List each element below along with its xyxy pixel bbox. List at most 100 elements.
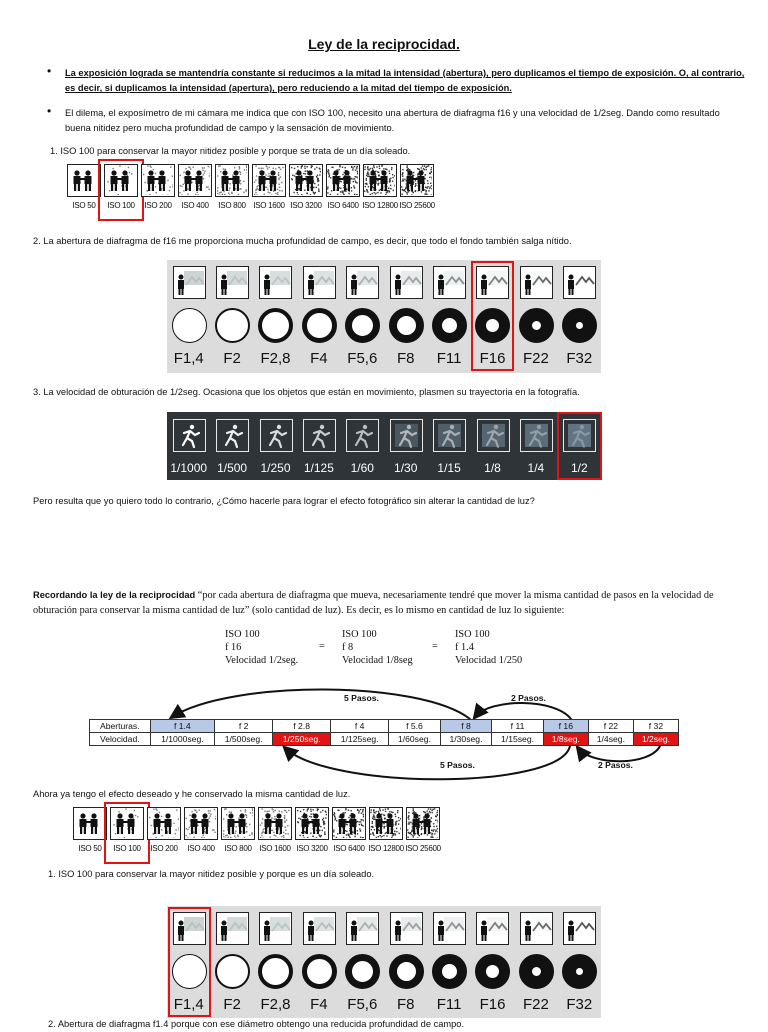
table-cell-aperture: f 2 [215, 720, 273, 733]
aperture-item: F32 [558, 906, 601, 1018]
landscape-icon [216, 266, 249, 299]
running-person-icon [303, 419, 336, 452]
selection-frame [168, 907, 211, 1017]
aperture-circle-icon [302, 954, 337, 989]
iso-item: ISO 100 [104, 164, 138, 217]
people-icon [252, 164, 286, 197]
question-text: Pero resulta que yo quiero todo lo contr… [33, 494, 753, 509]
aperture-circle-icon [562, 308, 597, 343]
table-cell-aperture: f 2.8 [273, 720, 331, 733]
landscape-icon [216, 912, 249, 945]
equiv-iso: ISO 100 [455, 628, 522, 641]
iso-label: ISO 12800 [361, 201, 399, 210]
aperture-circle-icon [562, 954, 597, 989]
aperture-item: F5,6 [341, 260, 384, 373]
aperture-label: F16 [471, 996, 514, 1013]
equiv-speed: Velocidad 1/2seg. [225, 654, 298, 667]
iso-label: ISO 3200 [293, 844, 331, 853]
iso-item: ISO 800 [221, 807, 255, 860]
landscape-icon [390, 912, 423, 945]
bullet-dot: • [47, 104, 51, 118]
aperture-circle-icon [432, 308, 467, 343]
aperture-label: F22 [514, 350, 557, 367]
iso-label: ISO 1600 [256, 844, 294, 853]
aperture-circle-icon [258, 308, 293, 343]
arrow-bottom-5-steps [285, 746, 570, 779]
step-1-text: 1. ISO 100 para conservar la mayor nitid… [50, 144, 750, 159]
landscape-icon [173, 266, 206, 299]
aperture-item: F2 [210, 260, 253, 373]
iso-label: ISO 200 [145, 844, 183, 853]
iso-item: ISO 100 [110, 807, 144, 860]
aperture-label: F1,4 [167, 350, 210, 367]
conclusion-text: Ahora ya tengo el efecto deseado y he co… [33, 787, 753, 802]
landscape-icon [303, 912, 336, 945]
aperture-item: F2,8 [254, 260, 297, 373]
aperture-item: F8 [384, 260, 427, 373]
people-icon [141, 164, 175, 197]
iso-label: ISO 400 [182, 844, 220, 853]
people-icon [184, 807, 218, 840]
aperture-item: F22 [514, 906, 557, 1018]
equiv-col-2: ISO 100 f 8 Velocidad 1/8seg [342, 628, 413, 667]
aperture-item: F4 [297, 260, 340, 373]
aperture-label: F11 [427, 350, 470, 367]
aperture-item: F1,4 [167, 906, 210, 1018]
selection-frame [557, 412, 602, 480]
aperture-label: F8 [384, 996, 427, 1013]
iso-item: ISO 1600 [258, 807, 292, 860]
aperture-circle-icon [258, 954, 293, 989]
equiv-speed: Velocidad 1/8seg [342, 654, 413, 667]
aperture-circle-icon [519, 954, 554, 989]
iso-item: ISO 200 [141, 164, 175, 217]
table-cell-aperture: f 1.4 [150, 720, 215, 733]
people-icon [332, 807, 366, 840]
table-cell-aperture: f 16 [543, 720, 588, 733]
page-title: Ley de la reciprocidad. [0, 36, 768, 52]
landscape-icon [476, 912, 509, 945]
iso-item: ISO 400 [184, 807, 218, 860]
table-cell-speed: 1/2seg. [633, 733, 678, 746]
iso-item: ISO 3200 [289, 164, 323, 217]
aperture-label: F2,8 [254, 996, 297, 1013]
selection-frame [98, 159, 144, 221]
landscape-icon [259, 266, 292, 299]
pasos-bottom-right: 2 Pasos. [598, 760, 633, 770]
people-icon [221, 807, 255, 840]
running-person-icon [346, 419, 379, 452]
step-2-text: 2. La abertura de diafragma de f16 me pr… [33, 234, 753, 249]
equiv-speed: Velocidad 1/250 [455, 654, 522, 667]
landscape-icon [259, 912, 292, 945]
iso-item: ISO 50 [67, 164, 101, 217]
aperture-circle-icon [432, 954, 467, 989]
aperture-label: F2 [210, 350, 253, 367]
aperture-item: F2 [210, 906, 253, 1018]
running-person-icon [216, 419, 249, 452]
iso-item: ISO 50 [73, 807, 107, 860]
aperture-label: F22 [514, 996, 557, 1013]
table-cell-aperture: f 11 [492, 720, 544, 733]
table-row-speeds: Velocidad. 1/1000seg.1/500seg.1/250seg.1… [90, 733, 679, 746]
landscape-icon [346, 912, 379, 945]
step-3-text: 3. La velocidad de obturación de 1/2seg.… [33, 385, 753, 400]
aperture-label: F32 [558, 996, 601, 1013]
aperture-circle-icon [389, 954, 424, 989]
aperture-item: F22 [514, 260, 557, 373]
equiv-f: f 8 [342, 641, 413, 654]
iso-label: ISO 400 [176, 201, 214, 210]
selection-frame [471, 261, 514, 371]
aperture-item: F11 [427, 906, 470, 1018]
aperture-circle-icon [215, 954, 250, 989]
aperture-circle-icon [215, 308, 250, 343]
iso-item: ISO 12800 [363, 164, 397, 217]
table-cell-aperture: f 32 [633, 720, 678, 733]
aperture-item: F16 [471, 260, 514, 373]
aperture-label: F11 [427, 996, 470, 1013]
aperture-item: F5,6 [341, 906, 384, 1018]
running-person-icon [433, 419, 466, 452]
equiv-f: f 1.4 [455, 641, 522, 654]
iso-label: ISO 800 [219, 844, 257, 853]
